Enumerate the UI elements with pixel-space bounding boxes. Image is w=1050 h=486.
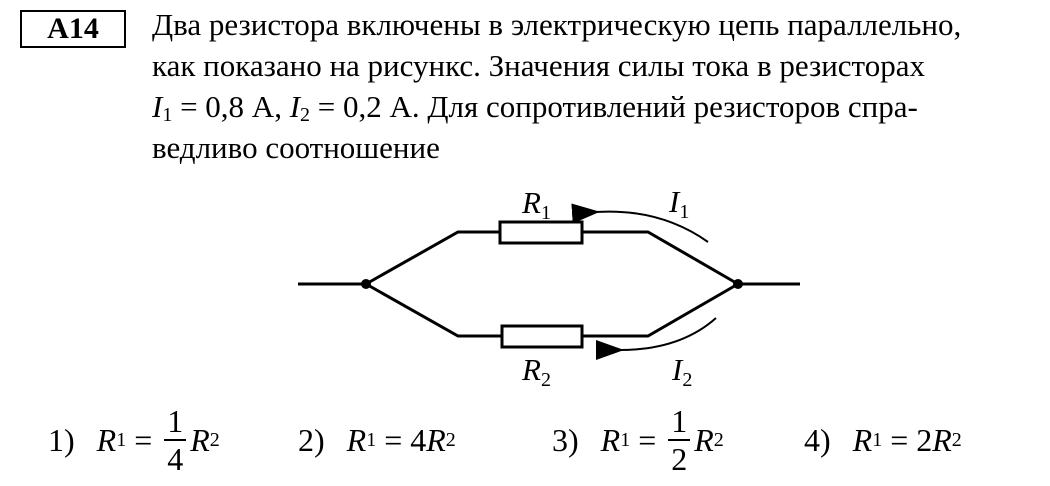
answer-equals: = xyxy=(384,421,403,458)
resistor-r1 xyxy=(498,220,584,245)
wire-top-branch-right xyxy=(582,230,739,286)
answer-coefficient: 4 xyxy=(410,421,427,458)
question-line-1: Два резистора включены в электрическую ц… xyxy=(152,7,962,42)
junction-left xyxy=(361,279,371,289)
answer-rhs: R xyxy=(426,421,446,458)
answer-rhs: R xyxy=(694,421,714,458)
question-text: Два резистора включены в электрическую ц… xyxy=(152,4,1042,168)
task-number: A14 xyxy=(47,12,99,45)
answer-rhs: R xyxy=(932,421,952,458)
task-number-badge: A14 xyxy=(20,10,126,48)
current-i2-symbol: I xyxy=(289,89,301,124)
answer-rhs: R xyxy=(190,421,210,458)
fraction-denominator: 2 xyxy=(668,439,691,475)
answer-fraction: 1 4 xyxy=(164,403,187,475)
label-r1: R1 xyxy=(521,185,551,224)
current-i2-value: = 0,2 А. Для сопротивлений резисторов сп… xyxy=(310,89,918,124)
current-i1-value: = 0,8 А, xyxy=(172,89,290,124)
answer-number: 2) xyxy=(298,421,325,458)
junction-right xyxy=(733,279,743,289)
question-line-2: как показано на рисункс. Значения силы т… xyxy=(152,48,925,83)
answer-lhs: R xyxy=(600,421,621,458)
answer-number: 4) xyxy=(804,421,831,458)
current-arrow-i2 xyxy=(595,317,717,361)
wire-bottom-branch xyxy=(365,282,502,338)
answer-fraction: 1 2 xyxy=(668,403,691,475)
current-arrow-i1 xyxy=(571,203,709,243)
fraction-numerator: 1 xyxy=(167,403,184,439)
label-i1: I1 xyxy=(668,184,689,223)
answer-lhs: R xyxy=(346,421,367,458)
answer-equals: = xyxy=(890,421,909,458)
fraction-denominator: 4 xyxy=(164,439,187,475)
answer-lhs: R xyxy=(96,421,117,458)
wire-top-branch xyxy=(365,230,500,286)
wire-bottom-branch-right xyxy=(582,282,739,338)
current-i1-sub: 1 xyxy=(162,104,173,126)
answer-coefficient: 2 xyxy=(916,421,933,458)
answer-number: 1) xyxy=(48,421,75,458)
resistor-r2 xyxy=(500,324,584,349)
answer-equals: = xyxy=(134,421,153,458)
label-r2: R2 xyxy=(521,352,551,391)
current-i2-sub: 2 xyxy=(300,104,311,126)
answer-lhs: R xyxy=(852,421,873,458)
question-line-3: I1 = 0,8 А, I2 = 0,2 А. Для сопротивлени… xyxy=(152,86,1042,127)
answer-number: 3) xyxy=(552,421,579,458)
label-i2: I2 xyxy=(671,352,692,391)
current-i1-symbol: I xyxy=(152,89,163,124)
answer-equals: = xyxy=(638,421,657,458)
fraction-numerator: 1 xyxy=(671,403,688,439)
question-line-4: ведливо соотношение xyxy=(152,130,440,165)
